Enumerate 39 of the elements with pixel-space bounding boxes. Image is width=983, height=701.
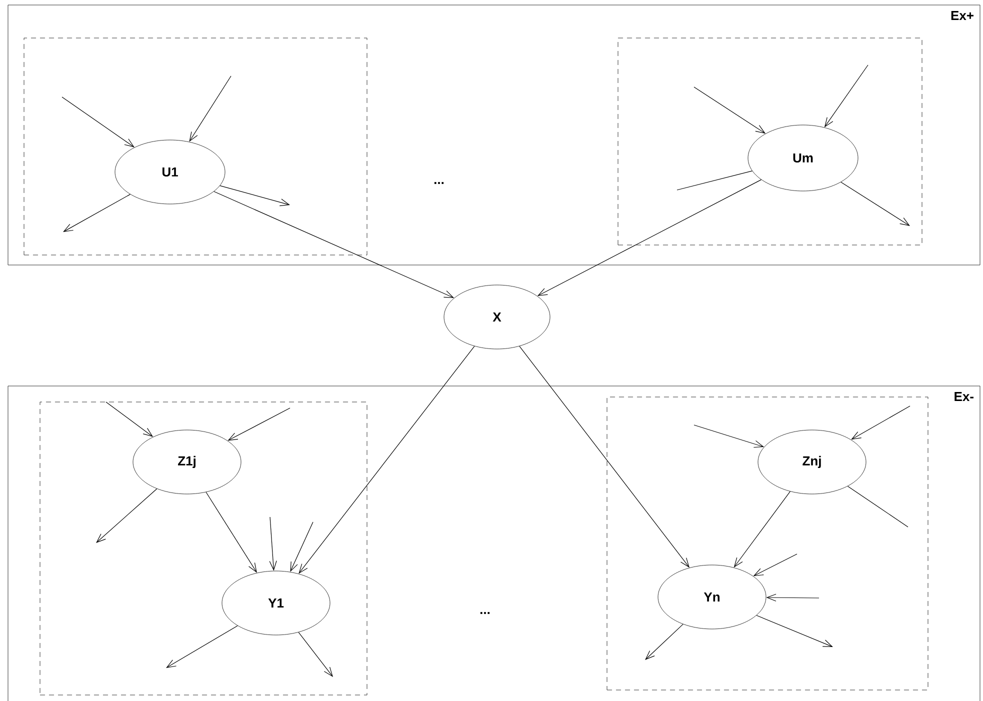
arrow — [694, 86, 766, 134]
arrow — [753, 554, 798, 576]
arrow — [62, 96, 134, 148]
arrow — [106, 402, 154, 437]
arrow — [220, 185, 290, 206]
dashed-box — [40, 402, 368, 696]
arrow — [851, 406, 910, 440]
arrow — [824, 64, 868, 128]
arrow — [645, 624, 684, 660]
arrow — [166, 625, 238, 668]
arrow — [290, 522, 314, 572]
arrow — [96, 488, 158, 543]
arrow — [298, 346, 475, 574]
arrow — [756, 615, 833, 647]
arrow — [519, 346, 690, 568]
arrow — [840, 182, 910, 226]
ellipsis-text: ... — [434, 182, 444, 184]
arrow — [269, 516, 277, 571]
ellipse-node: U1 — [114, 140, 226, 204]
ellipse-node: Yn — [658, 564, 766, 630]
ellipse-node: X — [444, 284, 550, 350]
ellipse-node: Um — [748, 124, 858, 192]
dashed-box — [618, 38, 922, 246]
dashed-box — [24, 38, 368, 256]
arrow — [537, 179, 762, 296]
ellipsis-text: ... — [480, 612, 490, 614]
arrow — [228, 408, 290, 441]
arrow — [298, 632, 333, 677]
arrow — [694, 424, 764, 448]
arrow — [63, 194, 131, 232]
arrow — [189, 76, 232, 142]
ellipse-node: Znj — [758, 430, 866, 494]
arrow — [206, 492, 257, 573]
ellipse-node: Z1j — [132, 430, 242, 494]
ellipse-node: Y1 — [222, 570, 330, 636]
arrow — [214, 191, 454, 298]
arrow — [734, 491, 790, 568]
arrow — [766, 594, 820, 602]
dashed-box — [606, 396, 928, 690]
